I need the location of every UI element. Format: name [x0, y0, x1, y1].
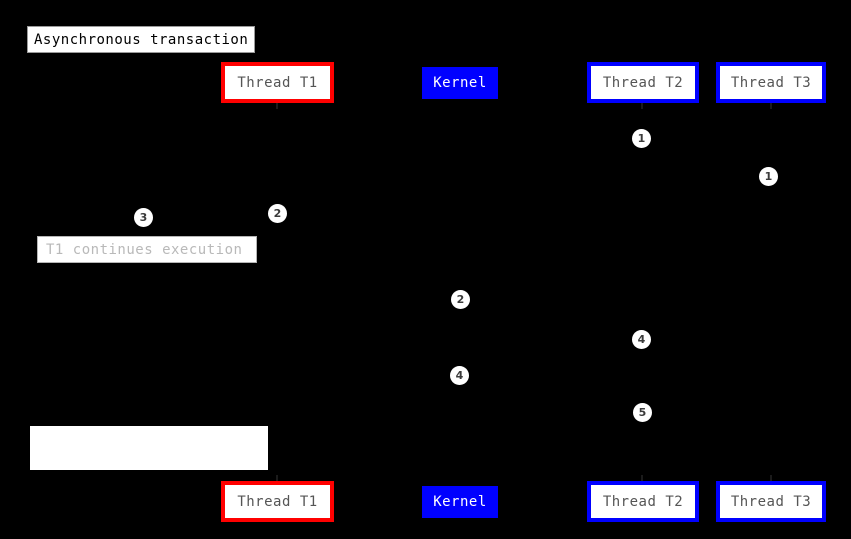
step-badge-2: 2 [451, 290, 470, 309]
participant-label: Thread T3 [730, 493, 812, 510]
note-box-t1-continues-execution: T1 continues execution [37, 236, 257, 263]
participant-label: Thread T2 [602, 493, 684, 510]
note-label: T1 continues execution [46, 241, 243, 258]
participant-top-thread-t1[interactable]: Thread T1 [221, 62, 334, 103]
participant-label: Thread T1 [237, 493, 318, 510]
step-badge-1: 1 [632, 129, 651, 148]
participant-label: Thread T2 [602, 74, 684, 91]
lifeline-stub [641, 475, 643, 481]
participant-label: Thread T3 [730, 74, 812, 91]
participant-top-thread-t2[interactable]: Thread T2 [587, 62, 699, 103]
participant-bottom-kernel[interactable]: Kernel [422, 486, 498, 518]
step-badge-1: 1 [759, 167, 778, 186]
step-badge-5: 5 [633, 403, 652, 422]
participant-bottom-thread-t1[interactable]: Thread T1 [221, 481, 334, 522]
note-box-blank [30, 426, 268, 470]
lifeline-stub [770, 475, 772, 481]
diagram-title-label: Asynchronous transaction [34, 31, 249, 48]
participant-label: Kernel [433, 494, 487, 510]
step-badge-2: 2 [268, 204, 287, 223]
step-badge-4: 4 [450, 366, 469, 385]
diagram-title-box: Asynchronous transaction [27, 26, 255, 53]
participant-top-thread-t3[interactable]: Thread T3 [716, 62, 826, 103]
lifeline-stub [276, 103, 278, 109]
lifeline-stub [770, 103, 772, 109]
step-badge-3: 3 [134, 208, 153, 227]
participant-bottom-thread-t3[interactable]: Thread T3 [716, 481, 826, 522]
participant-top-kernel[interactable]: Kernel [422, 67, 498, 99]
lifeline-stub [641, 103, 643, 109]
step-badge-4: 4 [632, 330, 651, 349]
participant-label: Kernel [433, 75, 487, 91]
participant-label: Thread T1 [237, 74, 318, 91]
participant-bottom-thread-t2[interactable]: Thread T2 [587, 481, 699, 522]
lifeline-stub [276, 475, 278, 481]
